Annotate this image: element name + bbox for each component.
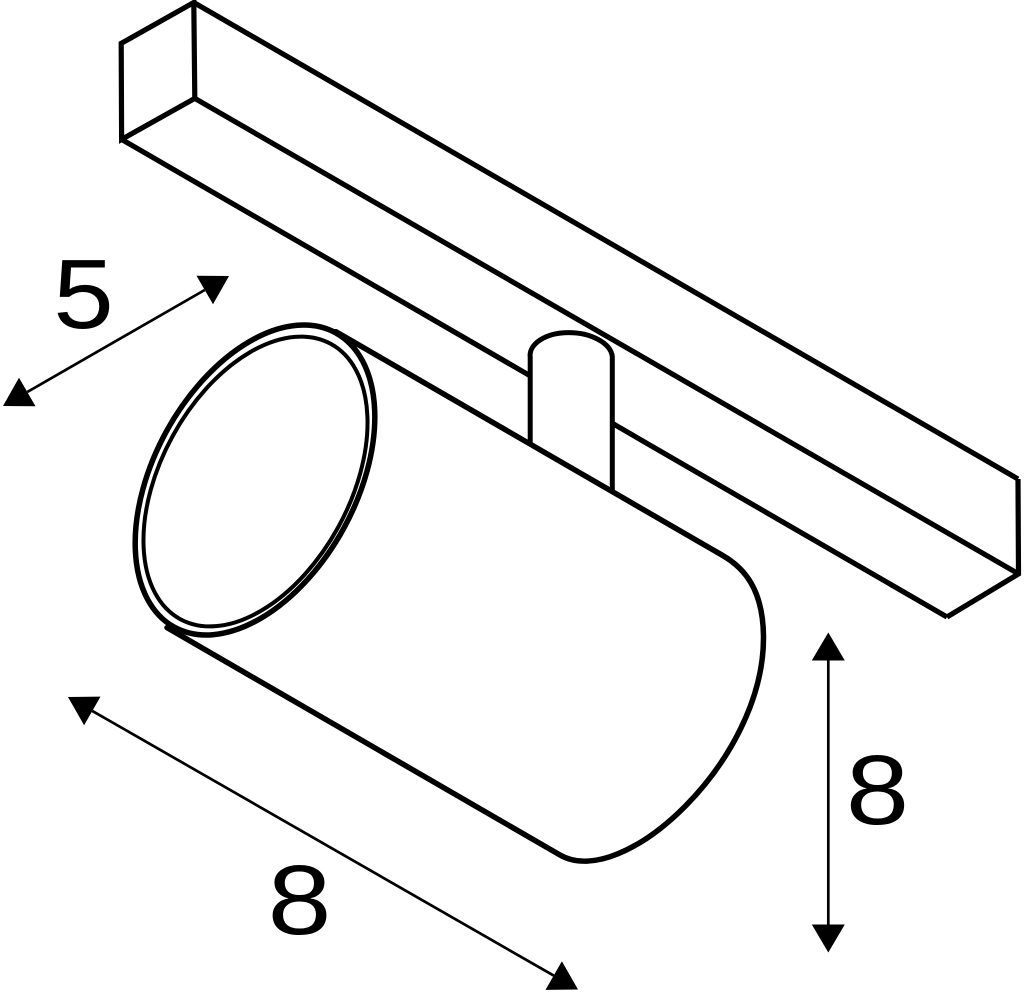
- svg-text:8: 8: [846, 736, 909, 845]
- svg-text:8: 8: [268, 845, 332, 955]
- svg-text:5: 5: [53, 239, 113, 349]
